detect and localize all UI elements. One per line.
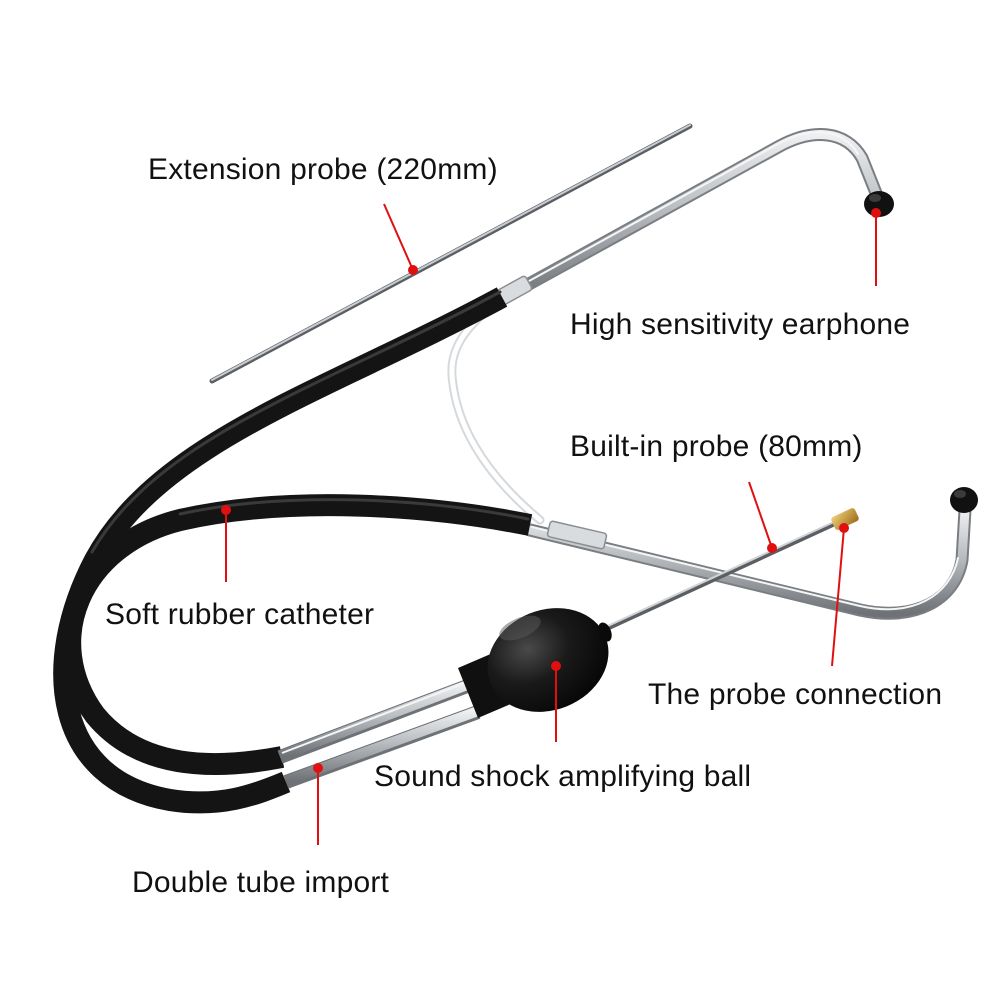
leader-builtin-probe [748,481,777,553]
double-tube-label: Double tube import [132,866,390,899]
brass-probe-connector [831,508,859,530]
upper-ear-tube [493,128,885,307]
leader-extension-probe [383,203,418,275]
upper-earphone-tip [864,191,894,217]
leader-catheter [221,505,231,582]
sound-amplifying-ball [458,608,612,718]
leader-double-tube [313,763,323,845]
catheter-label: Soft rubber catheter [105,598,375,631]
callout-leaders [221,203,881,845]
extension-probe-rod [209,123,693,384]
leader-earphone [871,208,881,286]
builtin-probe-label: Built-in probe (80mm) [570,430,863,463]
extension-probe-label: Extension probe (220mm) [148,153,498,186]
probe-connection-label: The probe connection [648,678,943,711]
lower-earphone-tip [950,487,978,513]
lower-tube-ferrule [546,520,608,550]
amplifying-ball-label: Sound shock amplifying ball [374,760,752,793]
inner-rubber-tube [59,494,533,776]
earphone-label: High sensitivity earphone [570,308,911,341]
lower-ear-tube [523,503,972,620]
leader-probe-connection [831,523,849,667]
leader-amplifying-ball [551,661,561,742]
